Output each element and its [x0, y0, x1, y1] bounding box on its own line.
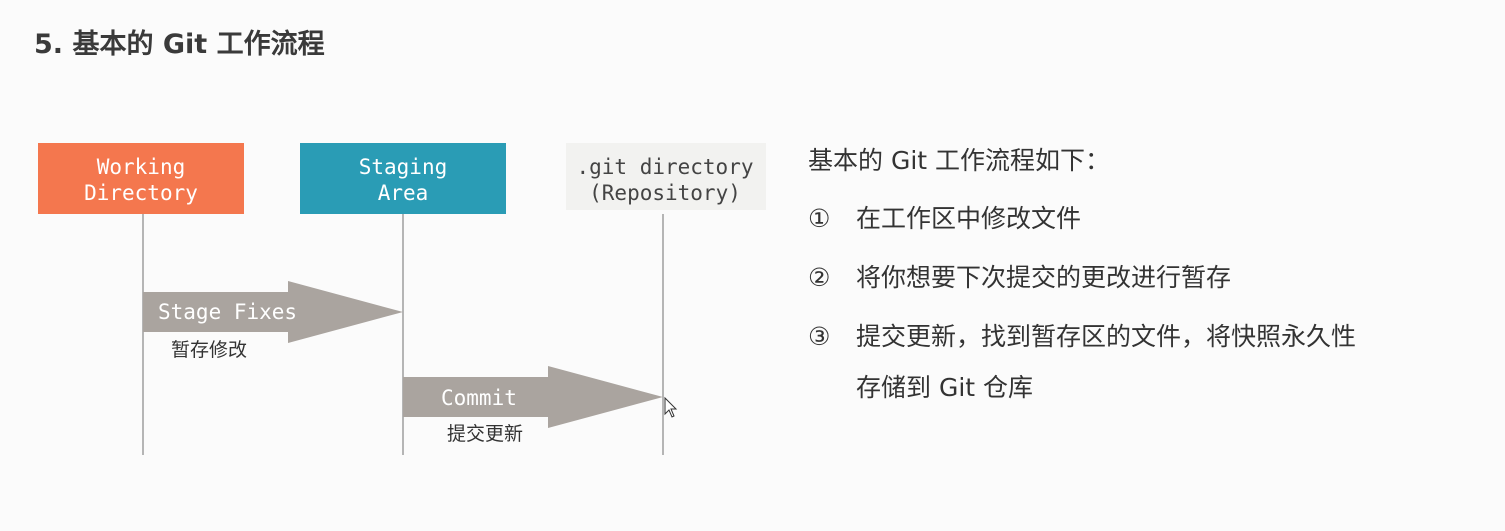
step-text-3: 提交更新，找到暂存区的文件，将快照永久性	[856, 322, 1357, 351]
step-number-1: ①	[808, 204, 831, 233]
step-number-2: ②	[808, 263, 831, 292]
working-directory-box	[38, 143, 244, 214]
mouse-cursor-icon	[664, 396, 678, 418]
page-title: 5. 基本的 Git 工作流程	[34, 29, 325, 60]
commit-label: Commit	[441, 386, 517, 410]
staging-area-label-line2: Area	[378, 181, 429, 205]
staging-area-label-line1: Staging	[359, 155, 448, 179]
stage-fixes-label: Stage Fixes	[158, 300, 297, 324]
workflow-step-2: ② 将你想要下次提交的更改进行暂存	[808, 258, 1231, 294]
workflow-intro: 基本的 Git 工作流程如下：	[808, 146, 1111, 175]
staging-area-box	[300, 143, 506, 214]
step-text-1: 在工作区中修改文件	[856, 204, 1082, 233]
git-workflow-diagram: Working Directory Staging Area .git dire…	[38, 143, 766, 455]
working-directory-label-line2: Directory	[84, 181, 198, 205]
workflow-step-3: ③ 提交更新，找到暂存区的文件，将快照永久性	[808, 317, 1356, 353]
step-text-2: 将你想要下次提交的更改进行暂存	[856, 263, 1232, 292]
workflow-step-3-continuation: 存储到 Git 仓库	[856, 373, 1034, 402]
commit-sublabel: 提交更新	[447, 423, 523, 445]
git-directory-label-line2: (Repository)	[589, 181, 741, 205]
commit-arrow	[403, 366, 663, 428]
stage-fixes-arrow	[143, 281, 403, 343]
workflow-step-1: ① 在工作区中修改文件	[808, 199, 1081, 235]
git-directory-box	[566, 143, 766, 210]
stage-fixes-sublabel: 暂存修改	[171, 339, 247, 361]
step-number-3: ③	[808, 322, 831, 351]
git-directory-label-line1: .git directory	[576, 155, 753, 179]
working-directory-label-line1: Working	[97, 155, 186, 179]
